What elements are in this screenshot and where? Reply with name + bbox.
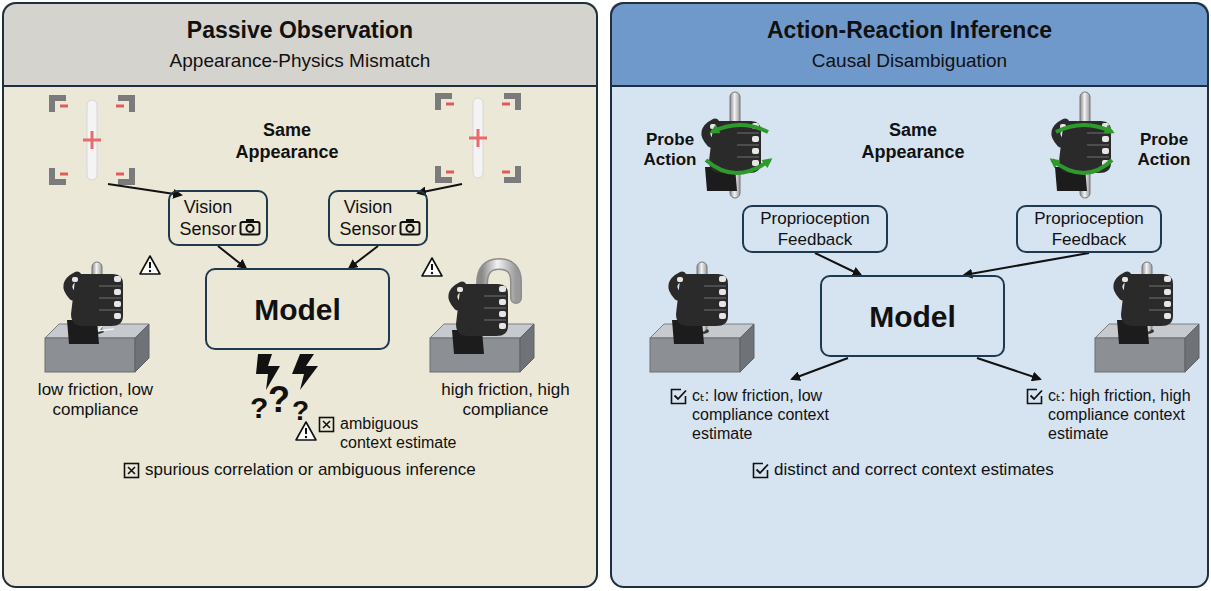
question-mark: ? — [250, 390, 268, 426]
panel-subtitle: Causal Disambiguation — [612, 47, 1207, 75]
annotation: distinct and correct context estimates — [774, 460, 1054, 480]
annotation: cₜ: high friction, high compliance conte… — [1048, 386, 1200, 444]
box-label: Vision Sensor — [336, 196, 400, 240]
connector-arrow — [815, 253, 861, 275]
check-box-icon — [670, 388, 687, 405]
sensor-box: Vision Sensor — [168, 190, 268, 246]
sensor-box: Proprioception Feedback — [1016, 205, 1162, 253]
model-box: Model — [205, 268, 390, 350]
probe-hand — [705, 92, 770, 198]
panel: Action-Reaction InferenceCausal Disambig… — [610, 2, 1209, 588]
camera-view — [438, 96, 518, 180]
check-box-icon — [752, 462, 769, 479]
box-label: Model — [869, 306, 956, 327]
annotation: ambiguous context estimate — [340, 414, 468, 452]
annotation: Same Appearance — [232, 120, 342, 163]
annotation: spurious correlation or ambiguous infere… — [145, 460, 476, 480]
question-mark: ? — [292, 394, 309, 428]
hand-insertion — [650, 262, 754, 372]
probe-hand — [1052, 92, 1112, 198]
connector-arrow — [218, 246, 246, 268]
camera-view — [52, 98, 132, 182]
annotation: low friction, low compliance — [33, 380, 158, 421]
camera-icon — [239, 218, 261, 236]
connector-arrow — [349, 246, 378, 268]
cross-box-icon — [318, 416, 335, 433]
annotation: high friction, high compliance — [438, 380, 573, 421]
panel-title: Action-Reaction Inference — [612, 15, 1207, 45]
annotation: Probe Action — [1124, 130, 1204, 171]
box-label: Proprioception Feedback — [1024, 208, 1154, 250]
hand-bent-rod — [422, 258, 534, 372]
panel-subtitle: Appearance-Physics Mismatch — [4, 47, 596, 75]
annotation: cₜ: low friction, low compliance context… — [692, 386, 840, 444]
sensor-box: Proprioception Feedback — [742, 205, 888, 253]
model-box: Model — [820, 275, 1005, 357]
annotation: Same Appearance — [858, 120, 968, 163]
question-mark: ? — [268, 378, 290, 421]
hand-insertion — [1095, 262, 1199, 372]
box-label: Model — [254, 299, 341, 320]
connector-arrow — [964, 253, 1089, 275]
hand-insertion — [45, 256, 160, 372]
sensor-box: Vision Sensor — [328, 190, 428, 246]
cross-box-icon — [123, 462, 140, 479]
annotation: Probe Action — [630, 130, 710, 171]
panel-title: Passive Observation — [4, 15, 596, 45]
check-box-icon — [1026, 388, 1043, 405]
panel: Passive ObservationAppearance-Physics Mi… — [2, 2, 598, 588]
camera-icon — [399, 218, 421, 236]
box-label: Vision Sensor — [176, 196, 240, 240]
box-label: Proprioception Feedback — [750, 208, 880, 250]
